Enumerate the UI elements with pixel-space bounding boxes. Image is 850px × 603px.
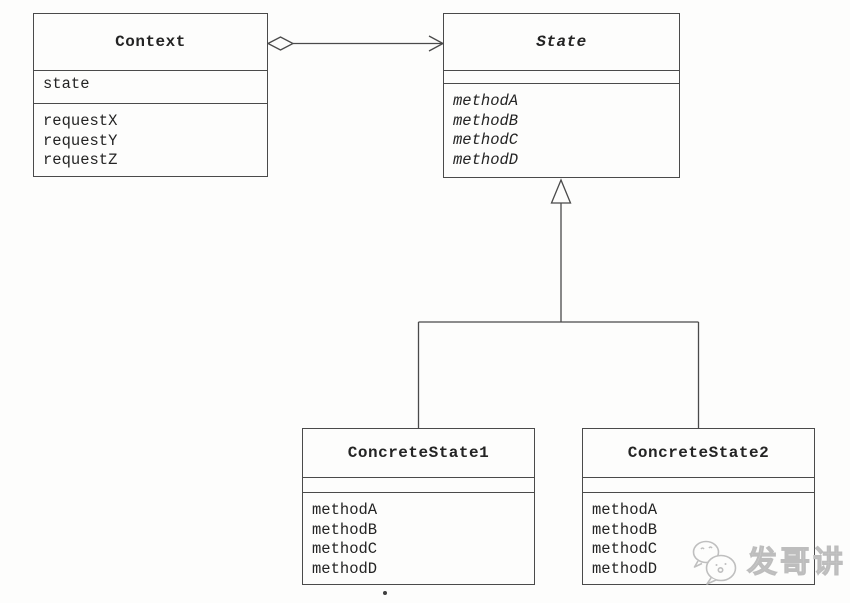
generalization-arrow (417, 178, 700, 428)
class-title-concrete-state-1: ConcreteState1 (303, 429, 534, 478)
method-item: methodA (453, 92, 519, 110)
attribute-item: state (43, 75, 90, 93)
method-item: requestX (43, 112, 118, 130)
attributes-compartment (583, 478, 814, 493)
methods-compartment: methodA methodB methodC methodD (444, 84, 679, 177)
wechat-chat-bubbles-icon (692, 540, 737, 585)
aggregation-diamond (266, 36, 295, 51)
method-item: methodA (592, 501, 658, 519)
attributes-compartment (303, 478, 534, 493)
method-item: methodD (312, 559, 378, 578)
scan-speck (383, 591, 387, 595)
methods-compartment: methodA methodB methodC methodD (583, 493, 814, 584)
class-title-concrete-state-2: ConcreteState2 (583, 429, 814, 478)
method-item: methodA (312, 501, 378, 519)
method-item: methodC (592, 540, 658, 558)
class-box-context: Context state requestX requestY requestZ (33, 13, 268, 177)
methods-compartment: requestX requestY requestZ (34, 104, 267, 176)
class-title-state: State (444, 14, 679, 71)
class-box-concrete-state-1: ConcreteState1 methodA methodB methodC m… (302, 428, 535, 585)
method-item: requestY (43, 131, 118, 150)
watermark: 发哥讲 (689, 539, 846, 587)
method-item: methodC (312, 540, 378, 558)
method-item: methodC (453, 131, 519, 149)
generalization-triangle (550, 178, 572, 204)
attributes-compartment: state (34, 71, 267, 104)
class-box-state: State methodA methodB methodC methodD (443, 13, 680, 178)
aggregation-arrow (266, 35, 445, 52)
method-item: requestZ (43, 151, 118, 169)
method-item: methodD (592, 559, 658, 578)
class-title-context: Context (34, 14, 267, 71)
methods-compartment: methodA methodB methodC methodD (303, 493, 534, 584)
method-item: methodB (312, 520, 378, 539)
attributes-compartment (444, 71, 679, 84)
watermark-text: 发哥讲 (747, 545, 846, 580)
method-item: methodB (453, 111, 519, 130)
method-item: methodD (453, 150, 519, 169)
method-item: methodB (592, 520, 658, 539)
